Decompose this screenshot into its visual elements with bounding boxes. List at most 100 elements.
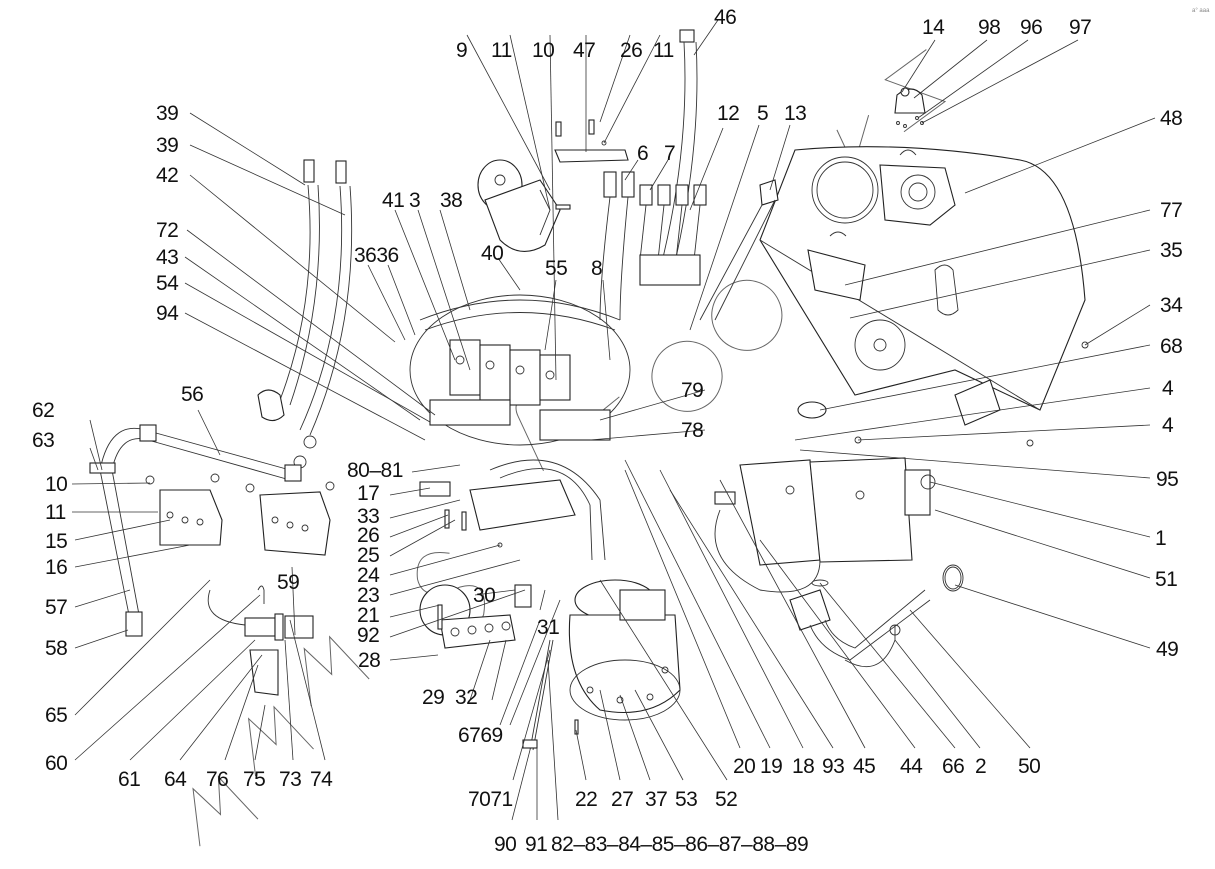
hydraulic-tank: [759, 146, 1086, 426]
callout-74: 74: [310, 768, 333, 791]
sensor-part-14: [894, 87, 926, 128]
callout-21: 21: [357, 604, 379, 627]
callout-68: 68: [1160, 335, 1182, 358]
callout-10a: 10: [532, 39, 554, 62]
callout-93: 93: [822, 755, 844, 778]
callout-64: 64: [164, 768, 187, 791]
bracket-13: [699, 179, 779, 321]
callout-77: 77: [1160, 199, 1182, 222]
callout-16: 16: [45, 556, 67, 579]
hydraulic-pump: [714, 457, 936, 593]
callout-6: 6: [637, 142, 648, 165]
callout-33: 33: [357, 505, 379, 528]
callout-2: 2: [975, 755, 986, 778]
callout-labels: 39 39 42 72 43 54 94 3636 41 3 38 40 55 …: [32, 6, 1184, 856]
callout-34: 34: [1160, 294, 1183, 317]
hose-pair-39: [257, 159, 353, 469]
callout-42: 42: [156, 164, 178, 187]
callout-50: 50: [1018, 755, 1040, 778]
fasteners: [437, 341, 1089, 630]
callout-26b: 26: [357, 524, 379, 547]
callout-9: 9: [456, 39, 467, 62]
callout-40: 40: [481, 242, 503, 265]
callout-1: 1: [1155, 527, 1166, 550]
callout-10b: 10: [45, 473, 67, 496]
callout-3: 3: [409, 189, 420, 212]
callout-11a: 11: [491, 39, 512, 62]
callout-41: 41: [382, 189, 404, 212]
electric-motor: [477, 159, 571, 252]
callout-52: 52: [715, 788, 737, 811]
callout-98: 98: [978, 16, 1000, 39]
callout-61: 61: [118, 768, 140, 791]
lower-manifold: [419, 459, 606, 561]
callout-17: 17: [357, 482, 379, 505]
bracket-47: [554, 119, 629, 163]
callout-63: 63: [32, 429, 54, 452]
callout-76: 76: [206, 768, 228, 791]
callout-14: 14: [922, 16, 945, 39]
callout-45: 45: [853, 755, 875, 778]
callout-49: 49: [1156, 638, 1178, 661]
callout-72: 72: [156, 219, 178, 242]
suction-pipe: [789, 579, 931, 668]
hose-56: [89, 424, 302, 621]
callout-7: 7: [664, 142, 675, 165]
callout-96: 96: [1020, 16, 1042, 39]
callout-13: 13: [784, 102, 806, 125]
callout-75: 75: [243, 768, 265, 791]
callout-53: 53: [675, 788, 697, 811]
callout-19: 19: [760, 755, 782, 778]
connector-58: [125, 611, 143, 637]
callout-60: 60: [45, 752, 67, 775]
valve-73-74: [207, 585, 314, 696]
callout-58: 58: [45, 637, 67, 660]
callout-20: 20: [733, 755, 755, 778]
callout-80-81: 80–81: [347, 459, 403, 482]
callout-51: 51: [1155, 568, 1177, 591]
callout-12: 12: [717, 102, 739, 125]
callout-94: 94: [156, 302, 179, 325]
callout-54: 54: [156, 272, 179, 295]
callout-31: 31: [537, 616, 559, 639]
callout-38: 38: [440, 189, 462, 212]
valve-block-59: [245, 481, 335, 556]
hose-clamp-49: [942, 564, 964, 592]
callout-65: 65: [45, 704, 67, 727]
hose-46: [659, 29, 698, 276]
callout-57: 57: [45, 596, 67, 619]
callout-30: 30: [473, 584, 495, 607]
callout-44: 44: [900, 755, 923, 778]
callout-43: 43: [156, 246, 178, 269]
callout-4a: 4: [1162, 377, 1174, 400]
callout-6769: 6769: [458, 724, 503, 747]
valve-block-15: [145, 473, 223, 546]
leader-lines: [71, 19, 1156, 821]
callout-92: 92: [357, 624, 379, 647]
callout-79: 79: [681, 379, 703, 402]
callout-22: 22: [575, 788, 597, 811]
callout-18: 18: [792, 755, 814, 778]
callout-90: 90: [494, 833, 516, 856]
callout-59: 59: [277, 571, 299, 594]
callout-78: 78: [681, 419, 703, 442]
callout-46: 46: [714, 6, 736, 29]
callout-15: 15: [45, 530, 67, 553]
callout-55: 55: [545, 257, 567, 280]
callout-95: 95: [1156, 468, 1178, 491]
callout-37: 37: [645, 788, 667, 811]
callout-5: 5: [757, 102, 768, 125]
callout-32: 32: [455, 686, 477, 709]
callout-4b: 4: [1162, 414, 1174, 437]
callout-48: 48: [1160, 107, 1182, 130]
callout-25: 25: [357, 544, 379, 567]
callout-97: 97: [1069, 16, 1091, 39]
callout-56: 56: [181, 383, 203, 406]
callout-7071: 7071: [468, 788, 513, 811]
callout-73: 73: [279, 768, 301, 791]
callout-3636: 3636: [354, 244, 399, 267]
callout-62: 62: [32, 399, 54, 422]
callout-91: 91: [525, 833, 547, 856]
